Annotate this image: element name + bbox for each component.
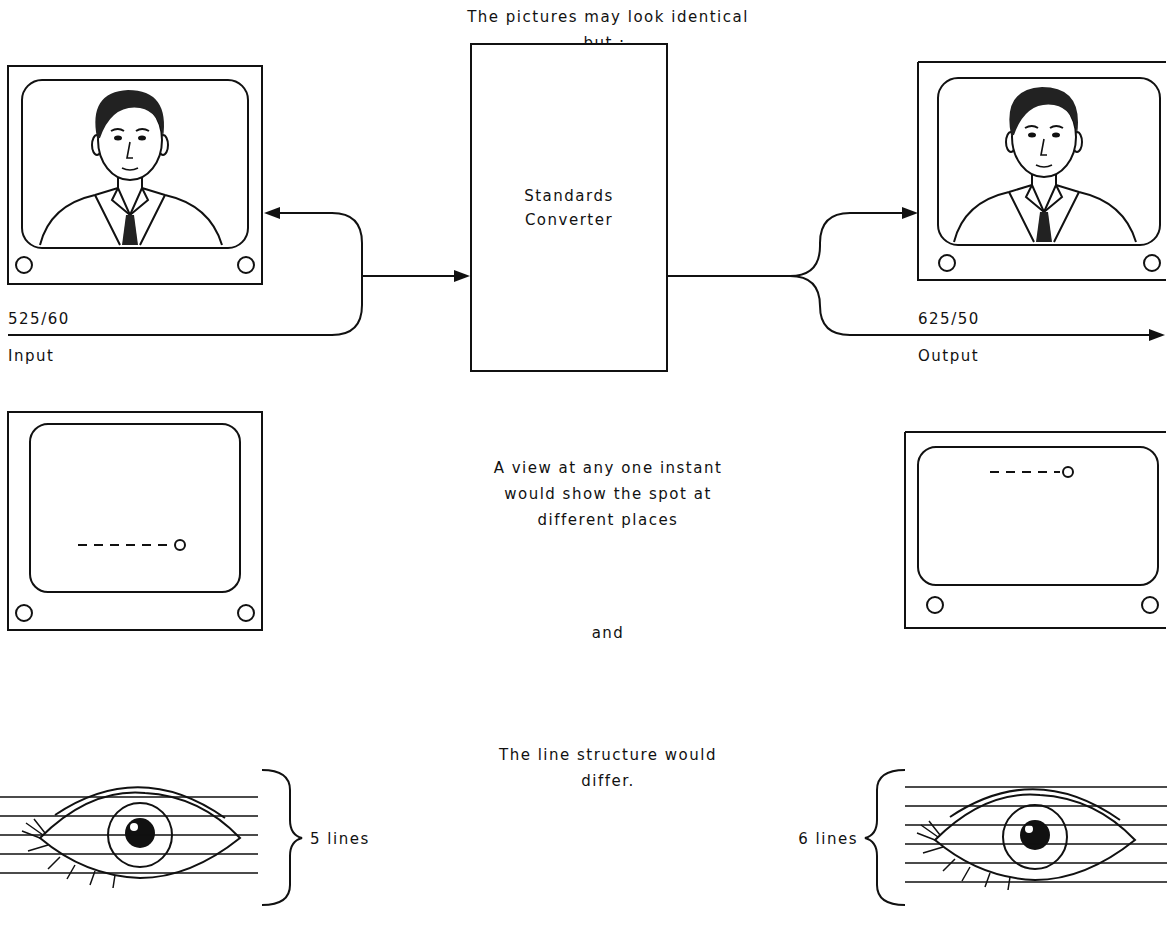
presenter-face [954, 87, 1136, 242]
arrow-head [454, 270, 470, 282]
port-label: Output [918, 343, 1038, 369]
monitor-knob [238, 257, 254, 273]
process-box: Standards Converter [470, 43, 668, 372]
presenter-face [40, 90, 222, 245]
scan-trail [990, 471, 1060, 473]
scan-lines [0, 797, 258, 873]
arrow-head [264, 207, 280, 219]
monitor-knob [238, 605, 254, 621]
box-label: Standards Converter [504, 184, 634, 232]
arrow-head [902, 207, 918, 219]
note: A view at any one instant would show the… [483, 455, 733, 533]
signal-line [8, 213, 362, 335]
monitor-case [905, 432, 1166, 628]
line-count: 6 lines [776, 826, 858, 852]
bracket [262, 770, 302, 905]
scan-lines [905, 787, 1167, 882]
monitor-knob [1142, 597, 1158, 613]
monitor-case [8, 412, 262, 630]
monitor-screen [938, 78, 1160, 245]
note: The line structure would differ. [486, 742, 731, 794]
monitor-knob [939, 255, 955, 271]
port-label: Input [8, 343, 128, 369]
monitor-case [8, 66, 262, 284]
monitor-knob [927, 597, 943, 613]
arrow-head [1149, 329, 1165, 341]
monitor-knob [16, 605, 32, 621]
monitor-knob [16, 257, 32, 273]
scan-spot [1063, 467, 1073, 477]
monitor-case [918, 62, 1166, 280]
note: and [568, 620, 648, 646]
eye-drawing [917, 789, 1135, 890]
monitor-screen [30, 424, 240, 592]
monitor-knob [1144, 255, 1160, 271]
signal-line [668, 213, 904, 276]
bracket [865, 770, 905, 905]
line-count: 5 lines [310, 826, 400, 852]
scan-spot [175, 540, 185, 550]
signal-line [790, 276, 1151, 335]
monitor-screen [22, 80, 248, 248]
scan-trail [78, 544, 172, 546]
standard-label: 525/60 [8, 306, 128, 332]
standard-label: 625/50 [918, 306, 1038, 332]
signal-line [362, 275, 456, 277]
monitor-screen [918, 447, 1158, 585]
